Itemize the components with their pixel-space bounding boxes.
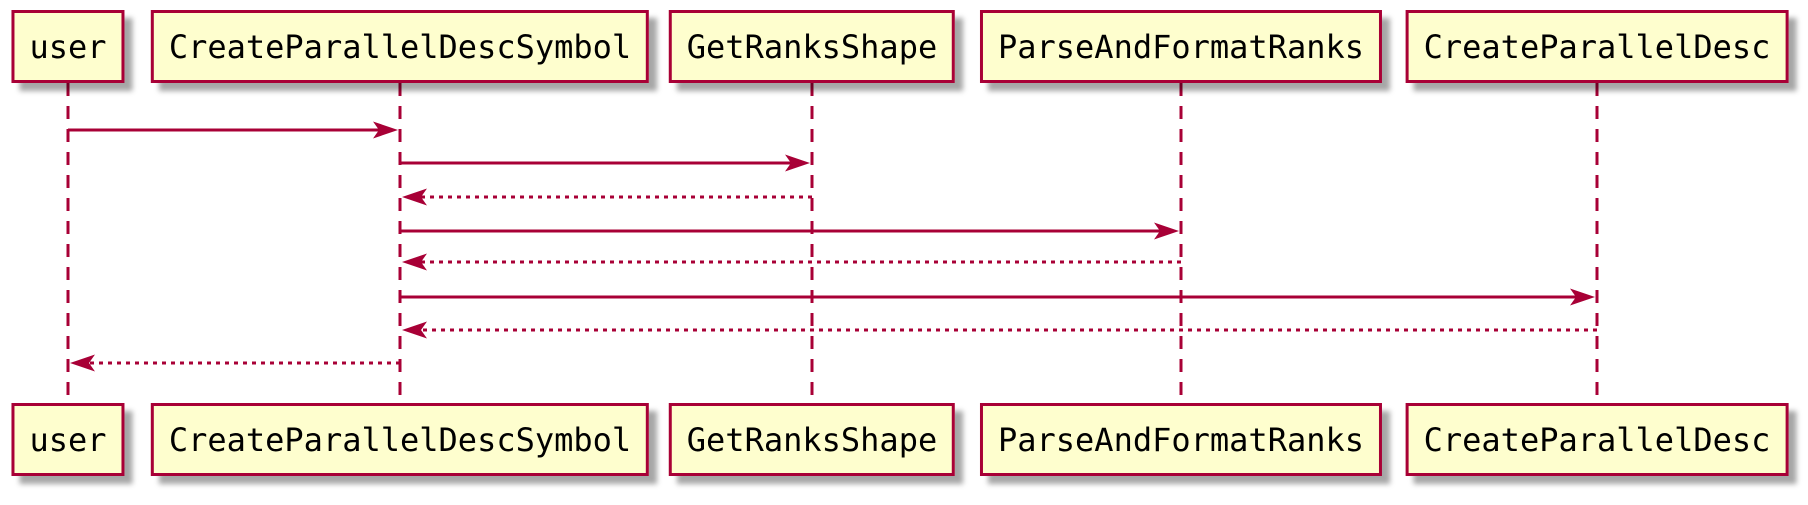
message-arrow-1-arrowhead-icon (373, 121, 398, 139)
message-arrow-5-arrowhead-icon (402, 253, 427, 271)
participant-box-bottom-createparalleldesc: CreateParallelDesc (1405, 403, 1789, 476)
participant-label: ParseAndFormatRanks (997, 420, 1365, 459)
participant-box-top-createparalleldescsymbol: CreateParallelDescSymbol (150, 10, 650, 83)
participant-label: GetRanksShape (686, 27, 938, 66)
participant-box-top-getranksshape: GetRanksShape (668, 10, 956, 83)
participant-label: user (29, 420, 107, 459)
participant-label: user (29, 27, 107, 66)
participant-label: CreateParallelDescSymbol (168, 27, 632, 66)
participant-box-bottom-parseandformatranks: ParseAndFormatRanks (979, 403, 1383, 476)
message-arrow-3-arrowhead-icon (402, 188, 427, 206)
participant-box-top-user: user (11, 10, 125, 83)
participant-label: CreateParallelDesc (1423, 27, 1771, 66)
participant-label: ParseAndFormatRanks (997, 27, 1365, 66)
participant-box-bottom-user: user (11, 403, 125, 476)
message-arrow-8-arrowhead-icon (70, 354, 95, 372)
message-arrow-6-arrowhead-icon (1570, 288, 1595, 306)
participant-box-top-createparalleldesc: CreateParallelDesc (1405, 10, 1789, 83)
participant-box-top-parseandformatranks: ParseAndFormatRanks (979, 10, 1383, 83)
message-arrow-2-arrowhead-icon (785, 154, 810, 172)
participant-box-bottom-createparalleldescsymbol: CreateParallelDescSymbol (150, 403, 650, 476)
participant-label: CreateParallelDescSymbol (168, 420, 632, 459)
message-arrow-7-arrowhead-icon (402, 321, 427, 339)
participant-label: GetRanksShape (686, 420, 938, 459)
participant-label: CreateParallelDesc (1423, 420, 1771, 459)
message-arrow-4-arrowhead-icon (1154, 222, 1179, 240)
participant-box-bottom-getranksshape: GetRanksShape (668, 403, 956, 476)
